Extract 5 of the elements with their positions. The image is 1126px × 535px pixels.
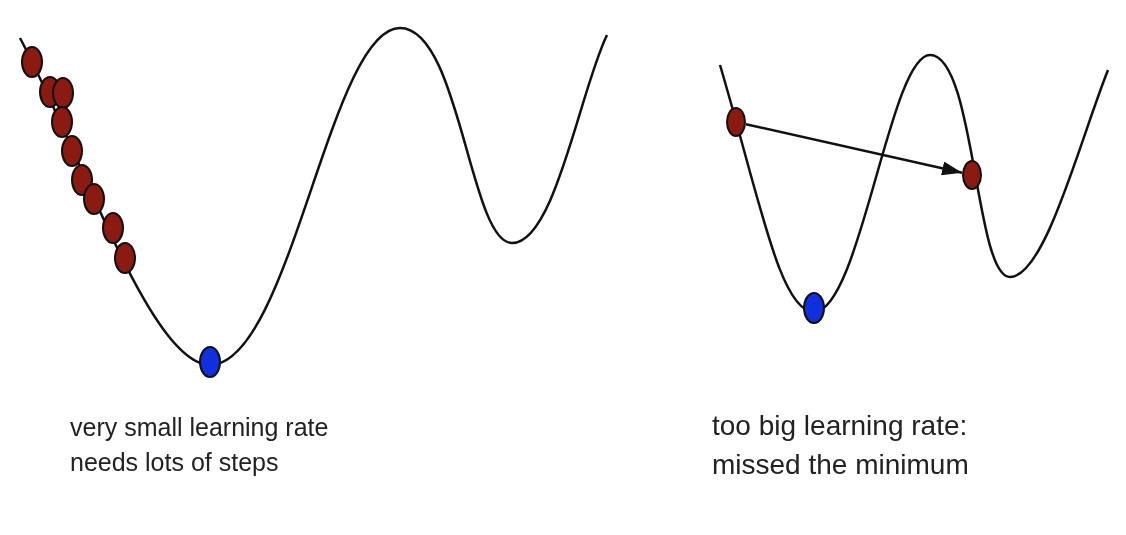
caption-text: too big learning rate: missed the minimum (712, 409, 970, 483)
caption-text: very small learning rate needs lots of steps (70, 412, 330, 478)
ball-marker (962, 160, 982, 190)
ball-marker (726, 107, 746, 137)
arrow (745, 123, 963, 176)
